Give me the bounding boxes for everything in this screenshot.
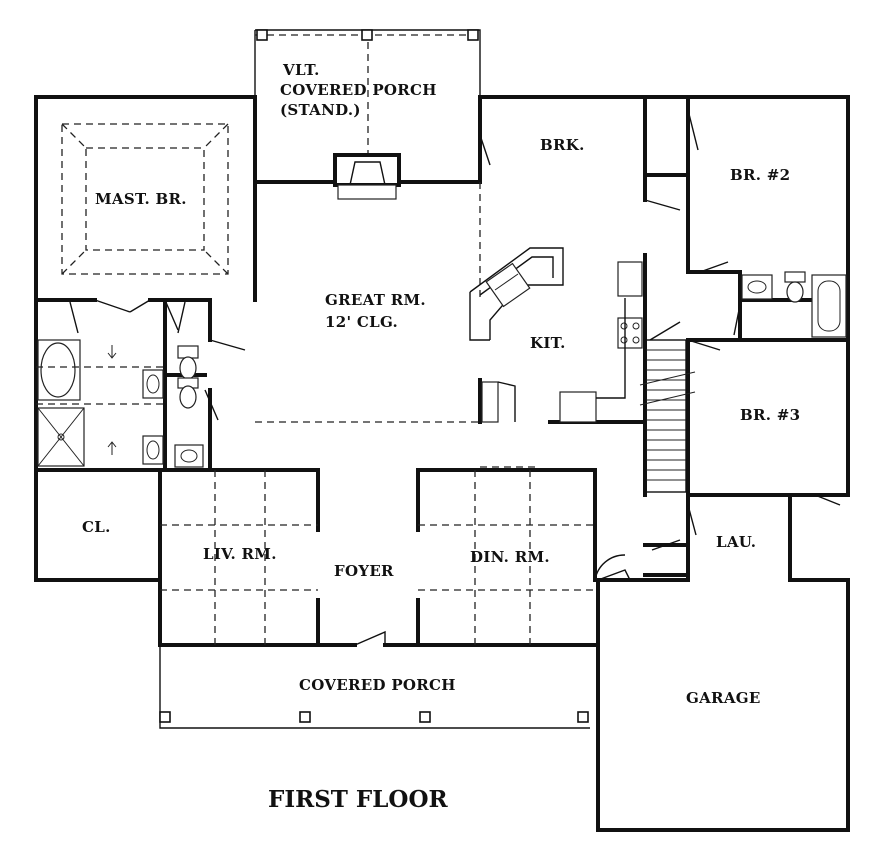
staircase (639, 339, 696, 493)
label-vlt-porch-3: (STAND.) (280, 101, 361, 119)
label-covered-porch: COVERED PORCH (299, 676, 456, 694)
label-cl: CL. (82, 518, 111, 536)
label-great-rm-2: 12' CLG. (325, 313, 398, 331)
label-mast-br: MAST. BR. (95, 190, 187, 208)
label-brk: BRK. (540, 136, 585, 154)
master-bath-fixtures (36, 301, 204, 468)
great-room-ceiling (255, 182, 481, 423)
label-garage: GARAGE (686, 689, 761, 707)
label-br3: BR. #3 (740, 406, 800, 424)
label-liv-rm: LIV. RM. (203, 545, 277, 563)
exterior-walls (34, 95, 850, 832)
label-din-rm: DIN. RM. (470, 548, 550, 566)
coffered-ceilings (160, 466, 595, 645)
master-tray-ceiling (61, 123, 229, 275)
front-porch (159, 645, 590, 729)
bath2-fixtures (741, 271, 847, 338)
label-great-rm-1: GREAT RM. (325, 291, 426, 309)
doors (94, 109, 841, 646)
plan-title: FIRST FLOOR (268, 786, 449, 813)
kitchen-island (469, 247, 643, 423)
label-br2: BR. #2 (730, 166, 790, 184)
label-foyer: FOYER (334, 562, 394, 580)
label-kit: KIT. (530, 334, 566, 352)
label-vlt-porch-2: COVERED PORCH (280, 81, 437, 99)
vaulted-porch (254, 29, 481, 200)
label-lau: LAU. (716, 533, 756, 551)
label-vlt-porch-1: VLT. (282, 61, 320, 79)
room-labels: VLT. COVERED PORCH (STAND.) BRK. BR. #2 … (82, 61, 800, 813)
